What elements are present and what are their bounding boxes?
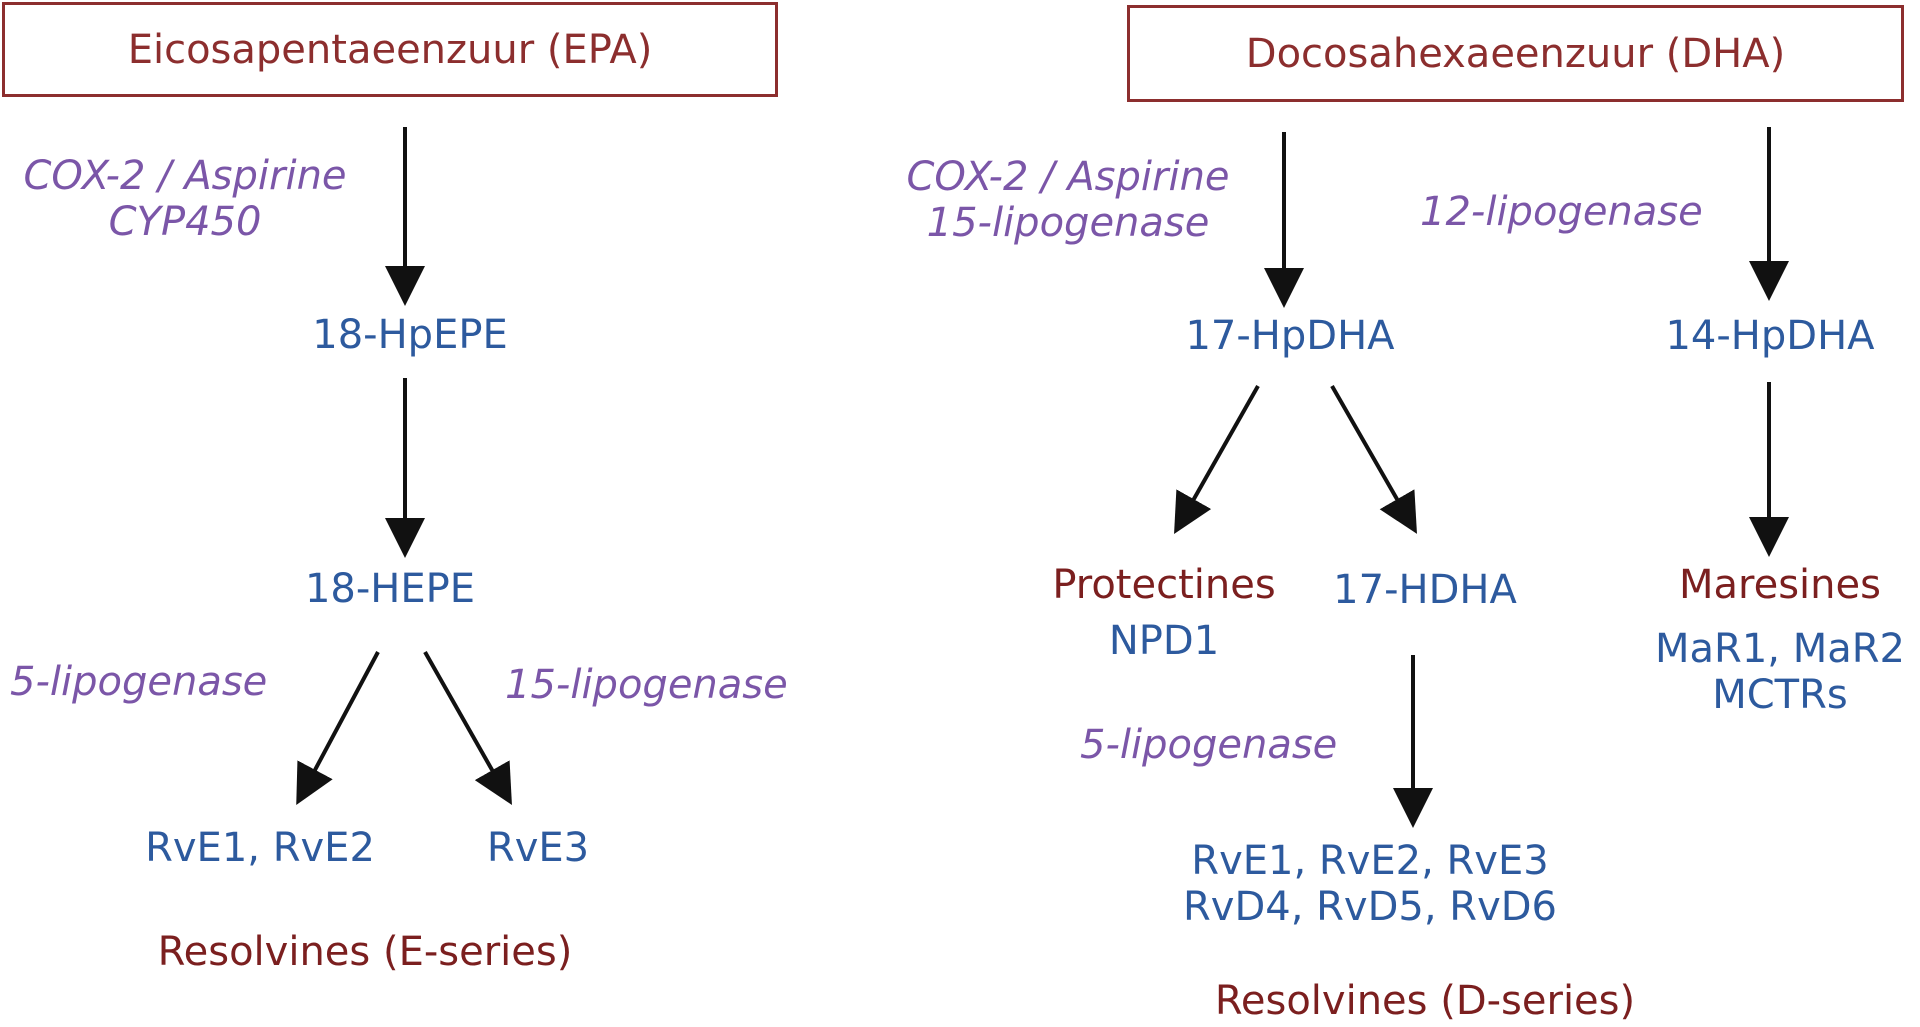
epa-title: Eicosapentaeenzuur (EPA) [127, 26, 653, 73]
epa-enzyme-line-1: COX-2 / Aspirine [23, 153, 347, 199]
node-mctrs: MCTRs [1712, 672, 1848, 718]
epa-enzyme-cox2-cyp450: COX-2 / Aspirine CYP450 [0, 153, 370, 245]
arrow-17hpdha-to-17hdha [1330, 385, 1417, 534]
node-14-hpdha: 14-HpDHA [1665, 313, 1875, 359]
label-maresines: Maresines [1679, 562, 1881, 608]
label-protectines: Protectines [1052, 562, 1276, 608]
dha-enzyme-line-2: 15-lipogenase [926, 200, 1210, 246]
node-17-hpdha: 17-HpDHA [1185, 313, 1395, 359]
node-mar1-mar2: MaR1, MaR2 [1655, 626, 1905, 672]
node-rve1-rve2: RvE1, RvE2 [145, 825, 375, 871]
node-rvd-line: RvD4, RvD5, RvD6 [1182, 884, 1557, 930]
node-18-hpepe: 18-HpEPE [312, 312, 508, 358]
dha-enzyme-12-lipogenase: 12-lipogenase [1420, 189, 1703, 235]
dha-enzyme-cox2-15lipo: COX-2 / Aspirine 15-lipogenase [868, 154, 1268, 246]
node-resolvins-d-products: RvE1, RvE2, RvE3 RvD4, RvD5, RvD6 [1155, 838, 1585, 930]
node-18-hepe: 18-HEPE [304, 566, 476, 612]
dha-title-box: Docosahexaeenzuur (DHA) [1127, 5, 1904, 102]
label-resolvines-e-series: Resolvines (E-series) [157, 929, 573, 975]
label-resolvines-d-series: Resolvines (D-series) [1214, 978, 1636, 1024]
dha-title: Docosahexaeenzuur (DHA) [1245, 30, 1786, 77]
epa-enzyme-15-lipogenase: 15-lipogenase [505, 662, 788, 708]
epa-title-box: Eicosapentaeenzuur (EPA) [2, 2, 778, 97]
epa-enzyme-5-lipogenase: 5-lipogenase [10, 659, 268, 705]
node-17-hdha: 17-HDHA [1333, 567, 1517, 613]
arrow-17hpdha-to-protectines [1174, 385, 1260, 534]
epa-enzyme-line-2: CYP450 [108, 199, 262, 245]
arrow-18hepe-to-rve3 [423, 651, 512, 805]
node-npd1: NPD1 [1108, 618, 1220, 664]
node-rve3: RvE3 [486, 825, 590, 871]
arrow-18hepe-to-rve1-rve2 [296, 651, 380, 806]
dha-enzyme-5-lipogenase: 5-lipogenase [1080, 722, 1338, 768]
node-rve-line: RvE1, RvE2, RvE3 [1191, 838, 1549, 884]
node-maresines-products: MaR1, MaR2 MCTRs [1640, 626, 1920, 718]
dha-enzyme-line-1: COX-2 / Aspirine [906, 154, 1230, 200]
